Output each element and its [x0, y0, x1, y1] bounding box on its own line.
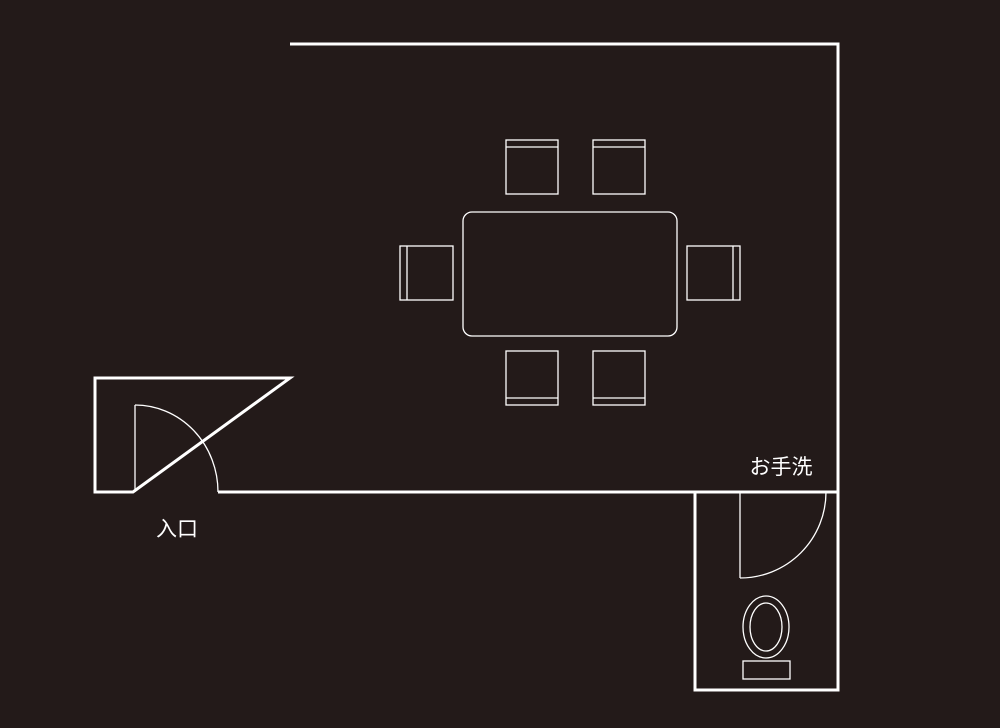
- chair-right: [686, 245, 741, 301]
- toilet-icon: [742, 595, 791, 680]
- chair-bottom-left: [505, 350, 559, 406]
- chair-left: [399, 245, 454, 301]
- dining-table: [462, 211, 678, 337]
- restroom-walls: [693, 492, 840, 692]
- chair-top-right: [592, 139, 646, 195]
- chair-top-left: [505, 139, 559, 195]
- restroom-door[interactable]: [739, 491, 827, 579]
- entrance-door[interactable]: [134, 404, 219, 493]
- entrance-label: 入口: [156, 517, 198, 541]
- restroom-label: お手洗: [750, 455, 813, 479]
- chair-bottom-right: [592, 350, 646, 406]
- main-room-walls: [93, 42, 840, 494]
